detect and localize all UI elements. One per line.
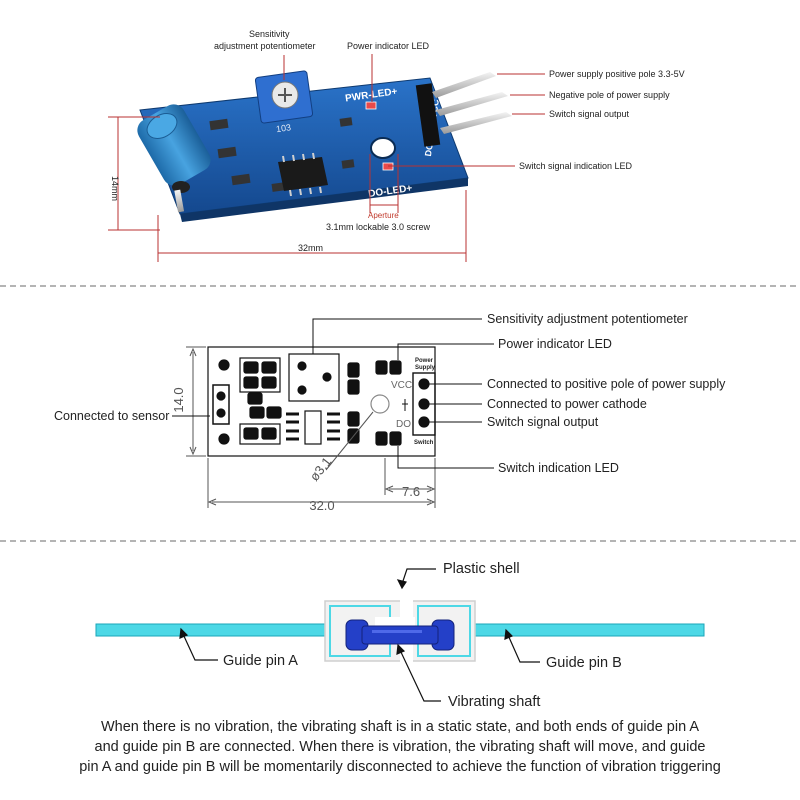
module-drawing — [207, 346, 436, 457]
dim-lines — [108, 116, 467, 262]
description: When there is no vibration, the vibratin… — [79, 719, 721, 775]
label-supply-positive: Power supply positive pole 3.3-5V — [549, 69, 685, 79]
sensor-top — [146, 113, 178, 139]
drawing-leaders — [172, 318, 494, 469]
label2-sensor: Connected to sensor — [54, 409, 169, 423]
label-guide-pin-a: Guide pin A — [223, 653, 298, 669]
label-aperture: Aperture — [368, 211, 399, 220]
description-line-1: When there is no vibration, the vibratin… — [101, 719, 699, 735]
label-supply-negative: Negative pole of power supply — [549, 90, 670, 100]
description-line-2: and guide pin B are connected. When ther… — [95, 739, 706, 755]
section3-leaders — [179, 568, 540, 702]
header-pins — [432, 72, 512, 134]
guide-pin-a — [95, 623, 329, 637]
silk-power-supply-line2: Supply — [415, 365, 436, 371]
silk-vcc: VCC — [391, 380, 412, 391]
dim-width-value: 32.0 — [309, 498, 334, 513]
label-switch-output: Switch signal output — [549, 109, 630, 119]
label2-positive: Connected to positive pole of power supp… — [487, 377, 726, 391]
label-screw: 3.1mm lockable 3.0 screw — [326, 222, 431, 232]
power-led — [365, 101, 377, 110]
section1-labels: Sensitivity adjustment potentiometer Pow… — [214, 29, 685, 232]
section2-labels: Sensitivity adjustment potentiometer Pow… — [54, 312, 726, 475]
label2-power-led: Power indicator LED — [498, 337, 612, 351]
label-plastic-shell: Plastic shell — [443, 561, 520, 577]
description-line-3: pin A and guide pin B will be momentaril… — [79, 759, 721, 775]
sensor-internals — [95, 600, 705, 662]
sensor-pin — [174, 189, 185, 213]
leader-lines — [283, 54, 545, 213]
mounting-hole — [370, 137, 396, 159]
dim-offset-value: 7.6 — [402, 484, 420, 499]
ic-legs — [282, 152, 322, 197]
drawing-silk-text: Power Supply VCC DO Switch — [391, 358, 436, 446]
smd-component — [339, 117, 353, 127]
smd-component — [341, 159, 355, 169]
silk-power-supply-line1: Power — [415, 358, 434, 364]
silk-switch: Switch — [414, 440, 434, 446]
ic-chip — [278, 157, 328, 191]
pot-code: 103 — [275, 122, 291, 134]
dim-hole-value: ø3.1 — [307, 454, 335, 484]
label2-sensitivity-pot: Sensitivity adjustment potentiometer — [487, 312, 688, 326]
pin-header — [415, 83, 441, 147]
smd-component — [231, 173, 251, 186]
drawing-hole — [370, 394, 390, 414]
drawing-dims — [186, 346, 436, 508]
label2-switch-output: Switch signal output — [487, 415, 599, 429]
label-sensitivity-pot-line1: Sensitivity — [249, 29, 290, 39]
label-vibrating-shaft: Vibrating shaft — [448, 694, 540, 710]
dim-width-label: 32mm — [298, 243, 323, 253]
smd-component — [217, 146, 237, 159]
label-switch-led: Switch signal indication LED — [519, 161, 633, 171]
dim-height-value: 14.0 — [171, 387, 186, 412]
pcb-edge — [180, 178, 468, 222]
label2-cathode: Connected to power cathode — [487, 397, 647, 411]
label2-switch-led: Switch indication LED — [498, 461, 619, 475]
smd-component — [209, 118, 229, 131]
drawing-potentiometer — [288, 353, 340, 402]
silk-do: DO — [396, 419, 411, 430]
sensor-bottom — [172, 181, 190, 193]
label-power-led: Power indicator LED — [347, 41, 430, 51]
module-photo: 103 PWR-LED+ DO-LED+ DO GND VCC 14m — [108, 54, 545, 262]
dim-height-label: 14mm — [110, 176, 120, 201]
label-sensitivity-pot-line2: adjustment potentiometer — [214, 41, 316, 51]
label-guide-pin-b: Guide pin B — [546, 655, 622, 671]
section3-labels: Plastic shell Guide pin A Guide pin B Vi… — [223, 561, 622, 710]
